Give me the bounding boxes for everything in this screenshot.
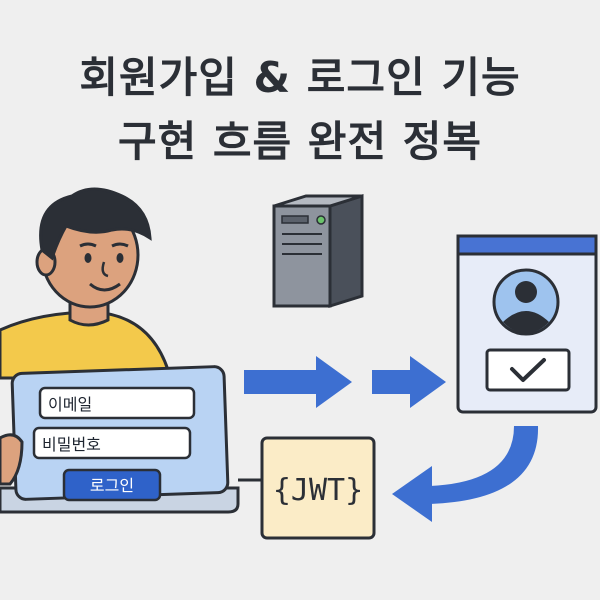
password-field[interactable]: 비밀번호 [32,426,192,460]
jwt-token-box: {JWT} [260,436,376,540]
server-icon [272,193,364,309]
title-line-2: 구현 흐름 완전 정복 [118,117,482,166]
email-field-label: 이메일 [48,395,92,414]
checkmark-icon [485,348,571,392]
jwt-token-label: {JWT} [273,473,363,508]
title-line-1: 회원가입 & 로그인 기능 [79,53,521,102]
arrow-right-icon [244,356,352,408]
password-field-label: 비밀번호 [42,435,101,454]
email-field[interactable]: 이메일 [38,386,196,420]
login-button[interactable]: 로그인 [62,468,162,502]
profile-card-icon [456,234,598,414]
curved-arrow-icon [392,426,539,522]
login-button-label: 로그인 [90,476,134,495]
person-icon [0,187,170,380]
arrow-right-icon [372,356,446,408]
